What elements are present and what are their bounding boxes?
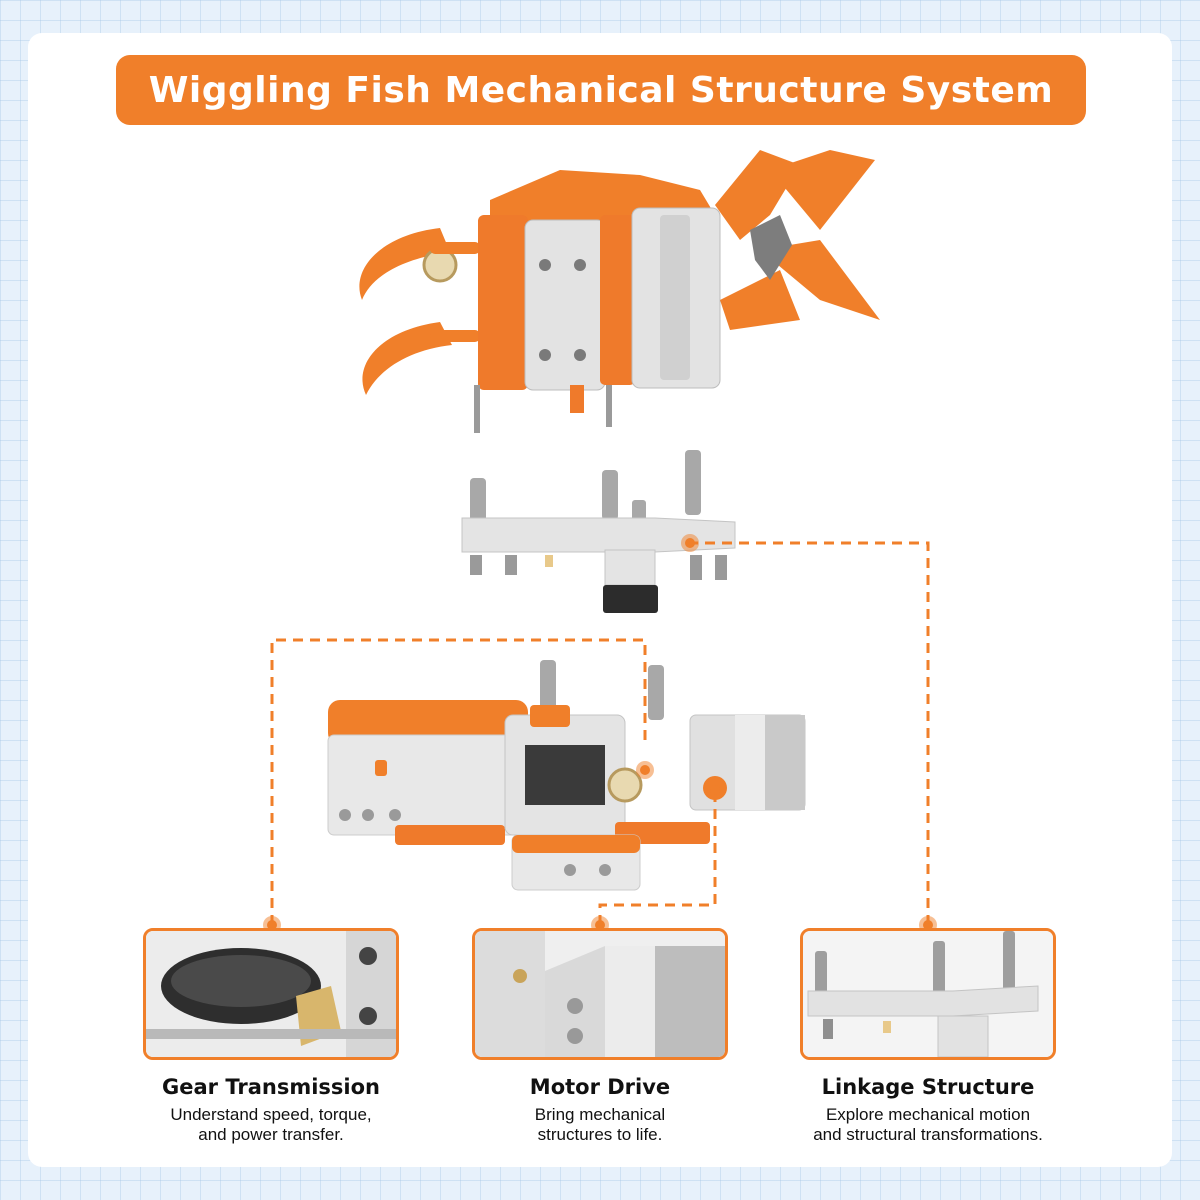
linkage-part-image bbox=[461, 450, 736, 613]
linkage-structure-thumbnail bbox=[800, 928, 1056, 1060]
feature-description: Explore mechanical motion and structural… bbox=[813, 1105, 1043, 1144]
linkage-closeup-image bbox=[803, 931, 1053, 1057]
feature-linkage-structure: Linkage Structure Explore mechanical mot… bbox=[778, 1073, 1078, 1145]
feature-title: Gear Transmission bbox=[162, 1075, 380, 1099]
feature-description: Bring mechanical structures to life. bbox=[534, 1105, 666, 1144]
feature-gear-transmission: Gear Transmission Understand speed, torq… bbox=[141, 1073, 401, 1145]
motor-drive-thumbnail bbox=[472, 928, 728, 1060]
gear-closeup-image bbox=[146, 931, 396, 1057]
feature-title: Motor Drive bbox=[529, 1075, 671, 1099]
motor-closeup-image bbox=[475, 931, 725, 1057]
motor-base-assembly-image bbox=[327, 660, 806, 891]
title-banner: Wiggling Fish Mechanical Structure Syste… bbox=[116, 55, 1086, 125]
fish-assembly-image bbox=[359, 150, 880, 433]
gear-transmission-thumbnail bbox=[143, 928, 399, 1060]
callout-connectors bbox=[270, 541, 930, 925]
feature-title: Linkage Structure bbox=[821, 1075, 1035, 1099]
page-title: Wiggling Fish Mechanical Structure Syste… bbox=[148, 69, 1054, 111]
feature-motor-drive: Motor Drive Bring mechanical structures … bbox=[470, 1073, 730, 1145]
feature-description: Understand speed, torque, and power tran… bbox=[170, 1105, 372, 1144]
